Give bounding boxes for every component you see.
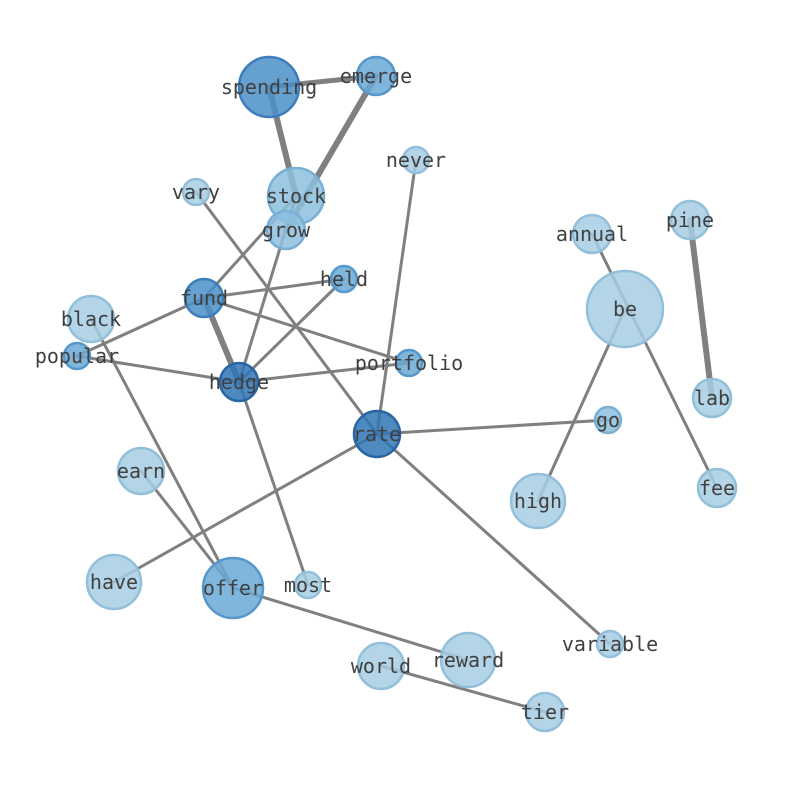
node-label-high: high — [514, 489, 562, 513]
node-label-vary: vary — [172, 180, 220, 204]
node-label-be: be — [613, 297, 637, 321]
node-grow[interactable] — [265, 209, 307, 251]
node-label-popular: popular — [35, 344, 119, 368]
node-label-grow: grow — [262, 218, 311, 242]
node-never[interactable] — [401, 145, 431, 175]
node-label-fee: fee — [699, 476, 735, 500]
node-label-never: never — [386, 148, 446, 172]
edge-rate-have — [112, 432, 379, 584]
node-pine[interactable] — [669, 199, 711, 241]
node-label-most: most — [284, 573, 332, 597]
node-label-held: held — [320, 267, 368, 291]
node-label-portfolio: portfolio — [355, 351, 463, 375]
edge-rate-go — [375, 418, 610, 436]
edge-rate-variable — [375, 432, 612, 646]
node-have[interactable] — [85, 553, 143, 611]
node-portfolio[interactable] — [394, 348, 424, 378]
node-lab[interactable] — [691, 377, 733, 419]
edge-popular-hedge — [75, 354, 241, 384]
edge-hedge-most — [237, 380, 310, 587]
edge-offer-reward — [231, 586, 470, 662]
node-variable[interactable] — [595, 629, 625, 659]
node-label-lab: lab — [694, 386, 730, 410]
node-high[interactable] — [509, 472, 567, 530]
node-black[interactable] — [66, 294, 116, 344]
node-label-black: black — [61, 307, 121, 331]
edge-hedge-portfolio — [237, 361, 411, 384]
edge-pine-lab — [687, 217, 715, 401]
node-label-spending: spending — [221, 75, 317, 99]
node-earn[interactable] — [116, 446, 166, 496]
label-layer: spending emerge never vary stock grow annual pi… — [35, 64, 735, 724]
node-label-stock: stock — [266, 184, 326, 208]
node-fee[interactable] — [696, 467, 738, 509]
edge-world-tier — [379, 664, 547, 714]
node-hedge[interactable] — [218, 361, 260, 403]
node-label-world: world — [351, 654, 411, 678]
node-label-tier: tier — [521, 700, 569, 724]
node-label-have: have — [90, 570, 138, 594]
node-annual[interactable] — [571, 213, 613, 255]
node-world[interactable] — [356, 641, 406, 691]
edge-vary-rate — [194, 190, 379, 436]
node-tier[interactable] — [524, 691, 566, 733]
edge-black-offer — [89, 317, 235, 590]
edge-never-rate — [375, 158, 418, 436]
edge-fund-popular — [75, 296, 206, 358]
node-go[interactable] — [593, 405, 623, 435]
node-held[interactable] — [329, 264, 359, 294]
node-label-reward: reward — [432, 648, 504, 672]
node-label-fund: fund — [180, 286, 228, 310]
node-label-emerge: emerge — [340, 64, 412, 88]
node-label-go: go — [596, 408, 620, 432]
node-rate[interactable] — [352, 409, 402, 459]
node-vary[interactable] — [181, 177, 211, 207]
edge-fund-portfolio — [202, 296, 411, 365]
node-offer[interactable] — [201, 556, 265, 620]
edge-held-hedge — [237, 277, 346, 384]
node-most[interactable] — [293, 570, 323, 600]
node-label-earn: earn — [117, 459, 165, 483]
node-label-annual: annual — [556, 222, 628, 246]
node-label-pine: pine — [666, 208, 714, 232]
node-label-variable: variable — [562, 632, 658, 656]
edge-fund-held — [202, 277, 346, 300]
node-label-rate: rate — [353, 422, 401, 446]
node-label-hedge: hedge — [209, 370, 269, 394]
node-fund[interactable] — [183, 277, 225, 319]
node-popular[interactable] — [62, 341, 92, 371]
node-label-offer: offer — [203, 576, 263, 600]
node-spending[interactable] — [237, 55, 301, 119]
node-layer — [62, 55, 738, 733]
node-reward[interactable] — [439, 631, 497, 689]
node-be[interactable] — [585, 269, 665, 349]
node-emerge[interactable] — [355, 55, 397, 97]
